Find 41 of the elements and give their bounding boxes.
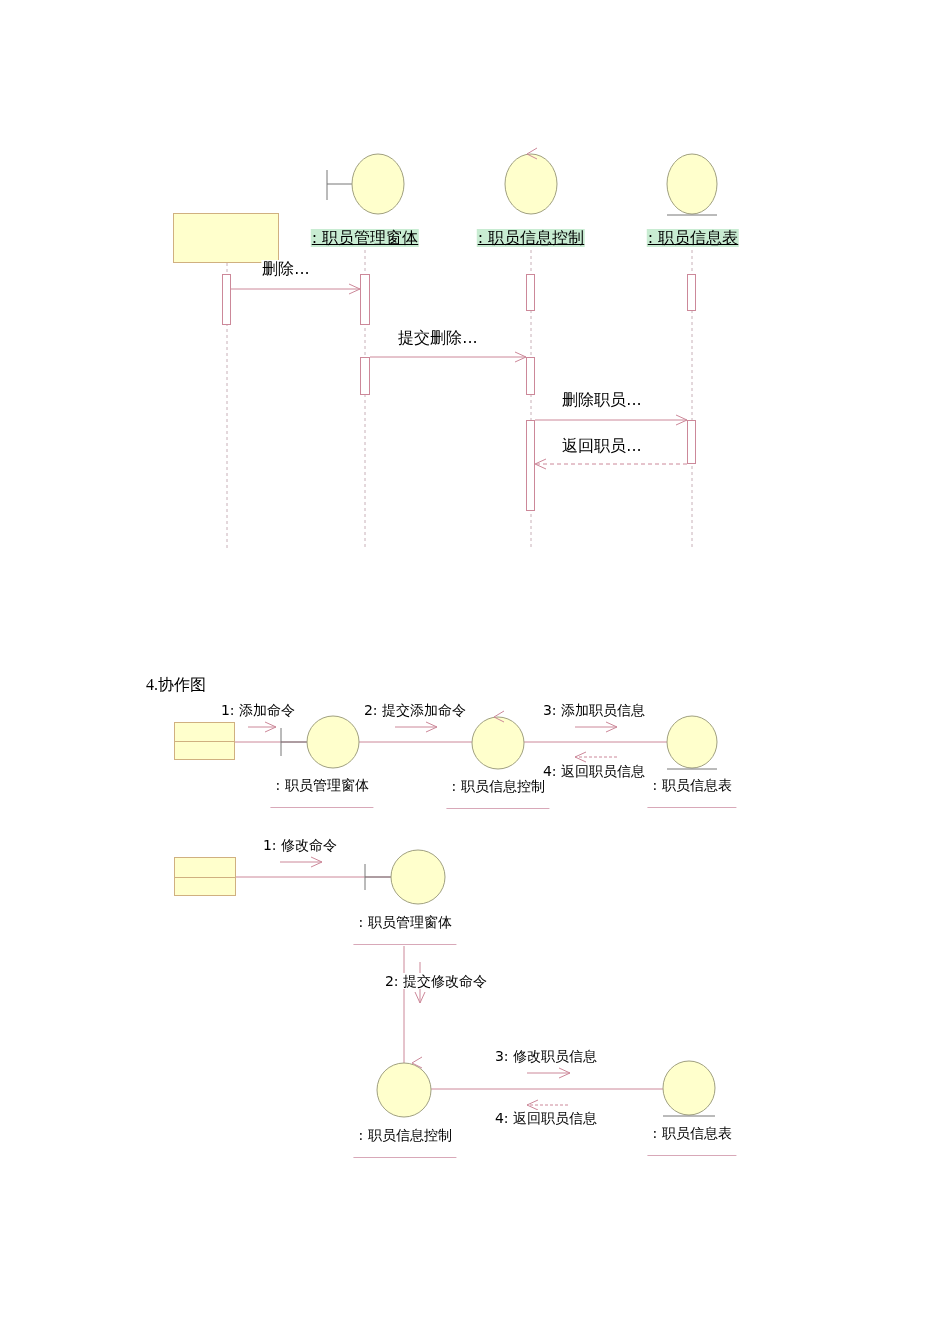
activation-bar (360, 274, 370, 325)
activation-bar (687, 274, 696, 311)
message-arrow (534, 458, 688, 470)
object-label: : 职员信息表 (646, 229, 740, 247)
activation-bar (360, 357, 370, 395)
object-label: : 职员信息表 (647, 778, 737, 809)
activation-bar (687, 420, 696, 464)
message-label: 3: 修改职员信息 (493, 1048, 599, 1065)
message-label: 返回职员... (561, 437, 643, 456)
link-line (430, 1088, 664, 1090)
message-arrow (369, 351, 527, 363)
activation-bar (222, 274, 231, 325)
actor-box (174, 722, 235, 760)
section-heading: 4.协作图 (145, 676, 207, 695)
link-line (358, 741, 473, 743)
message-arrow (230, 283, 361, 295)
activation-bar (526, 420, 535, 511)
object-label: : 职员管理窗体 (310, 229, 420, 247)
object-label: : 职员管理窗体 (270, 778, 374, 809)
object-label: : 职员信息控制 (476, 229, 586, 247)
object-label: : 职员信息控制 (446, 779, 550, 810)
object-label: : 职员信息表 (647, 1126, 737, 1157)
message-arrow (534, 414, 688, 426)
activation-bar (526, 274, 535, 311)
actor-box (174, 857, 236, 896)
message-label: 删除... (261, 260, 311, 279)
object-label: : 职员信息控制 (353, 1128, 457, 1159)
message-label: 2: 提交添加命令 (362, 702, 468, 719)
message-label: 3: 添加职员信息 (541, 702, 647, 719)
message-label: 2: 提交修改命令 (383, 973, 489, 990)
message-label: 4: 返回职员信息 (541, 763, 647, 780)
message-label: 删除职员... (561, 391, 643, 410)
link-line (523, 741, 668, 743)
link-line (403, 945, 405, 1064)
object-label: : 职员管理窗体 (353, 915, 457, 946)
message-label: 4: 返回职员信息 (493, 1110, 599, 1127)
message-label: 1: 修改命令 (261, 837, 339, 854)
activation-bar (526, 357, 535, 395)
message-label: 提交删除... (397, 329, 479, 348)
actor-box (173, 213, 279, 263)
message-label: 1: 添加命令 (219, 702, 297, 719)
